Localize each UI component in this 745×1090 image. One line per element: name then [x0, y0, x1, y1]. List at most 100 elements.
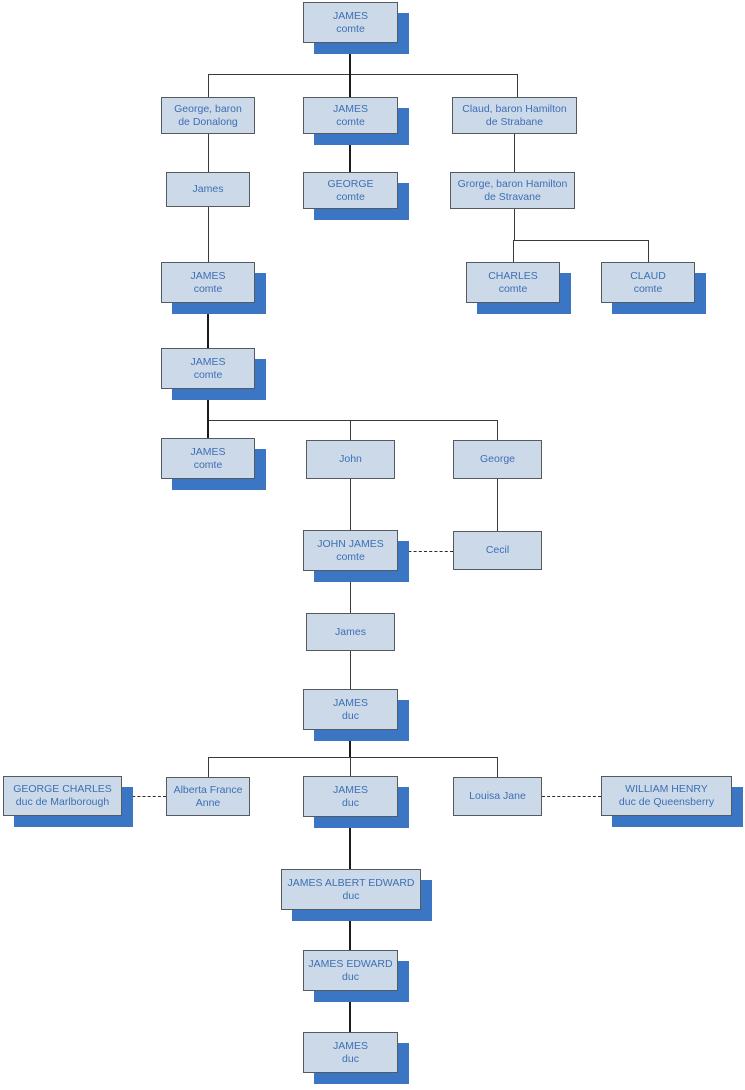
edge-row9-bus [208, 757, 498, 758]
node-primary-label: JAMES ALBERT EDWARD [287, 876, 415, 889]
node-secondary-label: de Stravane [484, 190, 541, 203]
node-secondary-label: comte [193, 282, 223, 295]
node-n13[interactable]: John [306, 440, 395, 479]
node-n16[interactable]: Cecil [453, 531, 542, 570]
edge-n15-n16-marriage [398, 551, 453, 552]
edge-n19-n20-marriage [122, 796, 166, 797]
node-primary-label: JAMES [190, 445, 226, 458]
node-secondary-label: duc de Queensberry [618, 796, 715, 808]
node-secondary-label: comte [633, 282, 663, 295]
node-primary-label: Alberta France [173, 783, 243, 796]
node-primary-label: GEORGE CHARLES [13, 783, 112, 795]
edge-bus-to-n13 [350, 420, 351, 440]
node-primary-label: JAMES [332, 9, 368, 22]
node-primary-label: JAMES [332, 1039, 368, 1052]
node-primary-label: JAMES [332, 783, 368, 796]
edge-n17-to-n18 [350, 651, 351, 689]
node-primary-label: Grorge, baron Hamilton [457, 177, 568, 190]
node-secondary-label: duc de Marlborough [15, 796, 110, 808]
node-secondary-label: duc [342, 889, 360, 902]
node-primary-label: George, baron [174, 102, 242, 115]
edge-n7-down [514, 209, 515, 240]
edge-bus-to-n12 [207, 420, 209, 438]
edge-bus-to-n20 [208, 757, 209, 777]
edge-n11-down [207, 389, 209, 420]
edge-n24-to-n25 [349, 910, 351, 950]
node-primary-label: GEORGE [327, 177, 374, 190]
edge-n22-n23-marriage [542, 796, 601, 797]
node-box: Louisa Jane [453, 777, 542, 816]
edge-n4-to-n7 [514, 134, 515, 172]
node-box: George [453, 440, 542, 479]
node-primary-label: Cecil [485, 544, 510, 556]
edge-row6-bus [208, 420, 498, 421]
edge-bus-to-n2 [208, 74, 209, 97]
node-primary-label: CLAUD [630, 269, 666, 282]
edge-bus-to-n9 [513, 240, 514, 262]
node-primary-label: Claud, baron Hamilton [462, 102, 567, 115]
edge-bus-to-n14 [497, 420, 498, 440]
edge-bus-to-n10 [648, 240, 649, 262]
edge-n13-to-n15 [350, 479, 351, 530]
node-secondary-label: comte [498, 282, 528, 295]
node-secondary-label: comte [193, 458, 223, 471]
node-primary-label: Louisa Jane [469, 790, 526, 802]
node-n22[interactable]: Louisa Jane [453, 777, 542, 816]
node-box: James [166, 172, 250, 207]
node-primary-label: James [335, 625, 366, 638]
node-primary-label: WILLIAM HENRY [625, 783, 708, 795]
node-primary-label: JOHN JAMES [317, 537, 384, 550]
node-n17[interactable]: James [306, 613, 395, 651]
node-primary-label: George [479, 453, 516, 465]
node-primary-label: CHARLES [488, 269, 538, 282]
node-primary-label: JAMES EDWARD [308, 957, 393, 970]
edge-n18-down [349, 730, 351, 757]
node-n5[interactable]: James [166, 172, 250, 207]
node-n14[interactable]: George [453, 440, 542, 479]
edge-n25-to-n26 [349, 991, 351, 1032]
node-primary-label: James [192, 183, 224, 195]
node-box: Cecil [453, 531, 542, 570]
node-secondary-label: Anne [195, 796, 221, 809]
node-primary-label: JAMES [190, 355, 226, 368]
node-primary-label: JAMES [332, 696, 368, 709]
node-secondary-label: comte [336, 115, 365, 128]
edge-n3-to-n6 [349, 134, 351, 172]
edge-n14-to-n16 [497, 479, 498, 531]
